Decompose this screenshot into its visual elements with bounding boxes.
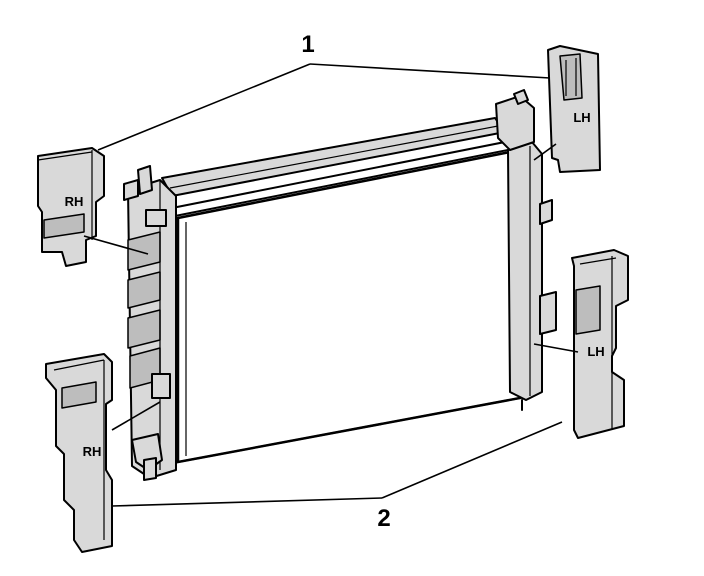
- lower-right-bracket-label: LH: [587, 344, 604, 359]
- radiator-assembly: [123, 89, 557, 481]
- upper-left-bracket-label: RH: [65, 194, 84, 209]
- left-hand-side-tank: [507, 141, 543, 401]
- lower-right-hand-bracket: RH: [45, 353, 113, 553]
- upper-left-hand-bracket: LH: [547, 45, 601, 173]
- upper-right-bracket-label: LH: [573, 110, 590, 125]
- callout-number-2: 2: [377, 505, 390, 532]
- left-hand-side-tab: [539, 291, 557, 335]
- right-hand-upper-tab: [145, 209, 167, 227]
- right-hand-upper-neck: [137, 165, 153, 195]
- left-hand-upper-neck: [495, 95, 535, 151]
- upper-right-hand-bracket: RH: [37, 147, 105, 267]
- right-hand-lower-tab: [151, 373, 171, 399]
- callout-number-1: 1: [301, 31, 314, 58]
- leader-lines: [83, 63, 579, 507]
- lower-left-hand-bracket: LH: [571, 249, 629, 439]
- lower-left-bracket-label: RH: [83, 444, 102, 459]
